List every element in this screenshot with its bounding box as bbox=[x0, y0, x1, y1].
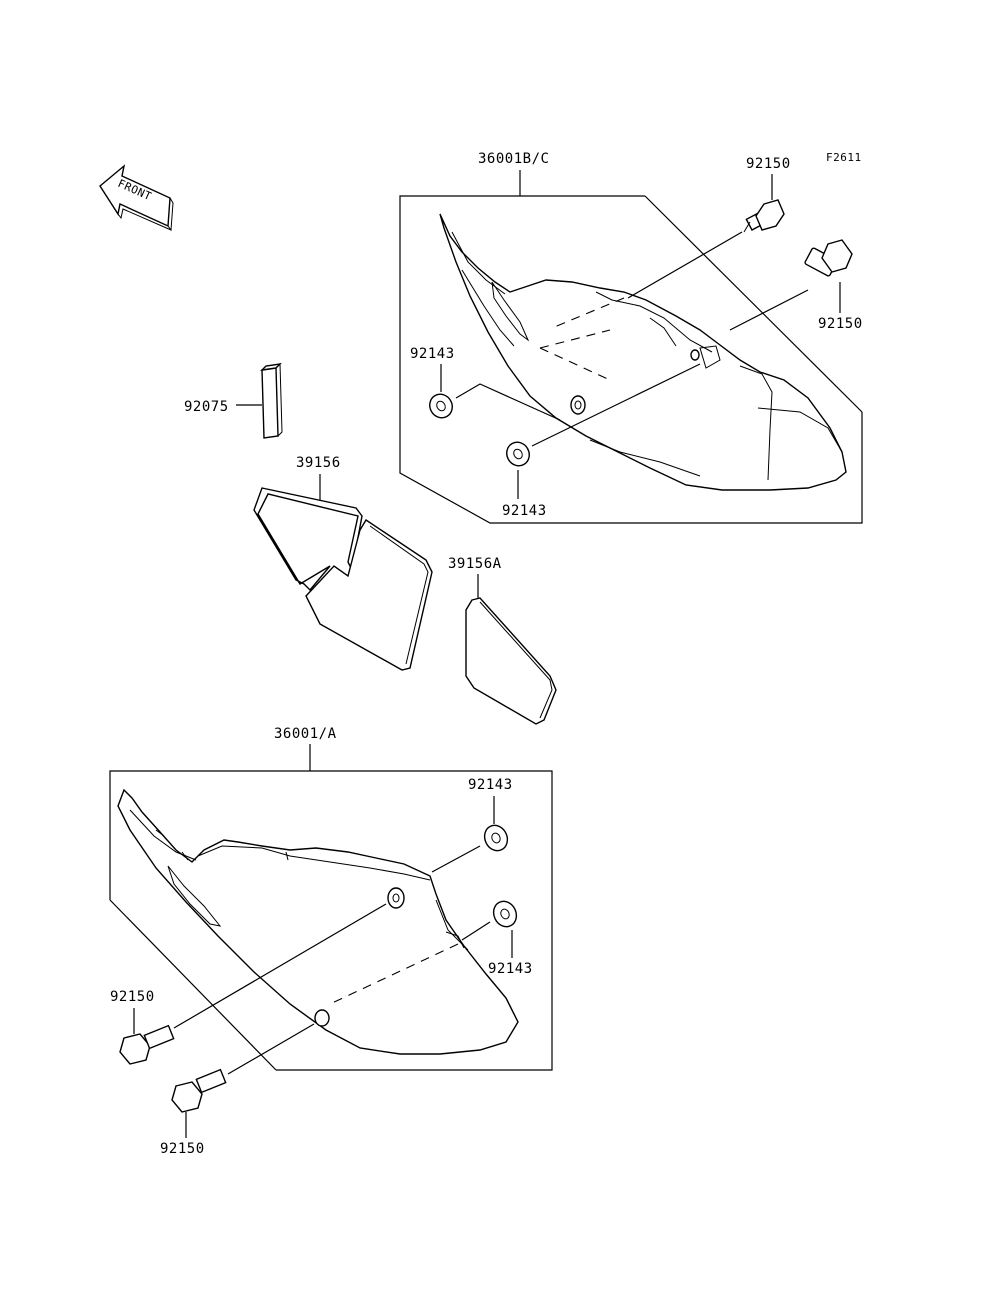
lower-bolt-bottom-icon: 92150 bbox=[160, 1023, 315, 1157]
decal-small-part bbox=[465, 597, 557, 725]
decal-main-part bbox=[253, 487, 433, 671]
pad-group: 92075 bbox=[184, 362, 283, 439]
label-grommet-lower-right: 92143 bbox=[488, 961, 533, 977]
label-decal-small: 39156A bbox=[448, 556, 502, 572]
figure-code: F2611 bbox=[826, 151, 862, 164]
label-bolt-upper-top: 92150 bbox=[746, 156, 791, 172]
upper-grommet-left-icon: 92143 bbox=[410, 346, 561, 421]
pad-part bbox=[260, 362, 283, 439]
upper-side-cover-group: 36001B/C 92150 bbox=[399, 151, 863, 524]
upper-side-cover bbox=[439, 213, 847, 491]
label-bolt-lower-bottom: 92150 bbox=[160, 1141, 205, 1157]
label-pad: 92075 bbox=[184, 399, 229, 415]
upper-grommet-bottom-icon: 92143 bbox=[502, 363, 701, 519]
label-cover-upper: 36001B/C bbox=[478, 151, 549, 167]
decal-small-group: 39156A bbox=[448, 556, 557, 725]
upper-bolt-right-icon: 92150 bbox=[729, 239, 863, 332]
lower-grommet-top-icon: 92143 bbox=[431, 777, 513, 873]
upper-bolt-top-icon: 92150 bbox=[627, 156, 791, 299]
label-decal-main: 39156 bbox=[296, 455, 341, 471]
front-direction-arrow-icon: FRONT bbox=[99, 164, 174, 232]
label-grommet-lower-top: 92143 bbox=[468, 777, 513, 793]
decal-main-group: 39156 bbox=[253, 455, 433, 671]
label-bolt-lower-left: 92150 bbox=[110, 989, 155, 1005]
lower-side-cover bbox=[117, 788, 519, 1055]
lower-side-cover-group: 36001/A 92143 bbox=[109, 726, 553, 1157]
lower-grommet-right-icon: 92143 bbox=[461, 900, 533, 977]
label-bolt-upper-right: 92150 bbox=[818, 316, 863, 332]
label-grommet-upper-left: 92143 bbox=[410, 346, 455, 362]
label-grommet-upper-bottom: 92143 bbox=[502, 503, 547, 519]
lower-bolt-left-icon: 92150 bbox=[110, 903, 387, 1065]
label-cover-lower: 36001/A bbox=[274, 726, 337, 742]
